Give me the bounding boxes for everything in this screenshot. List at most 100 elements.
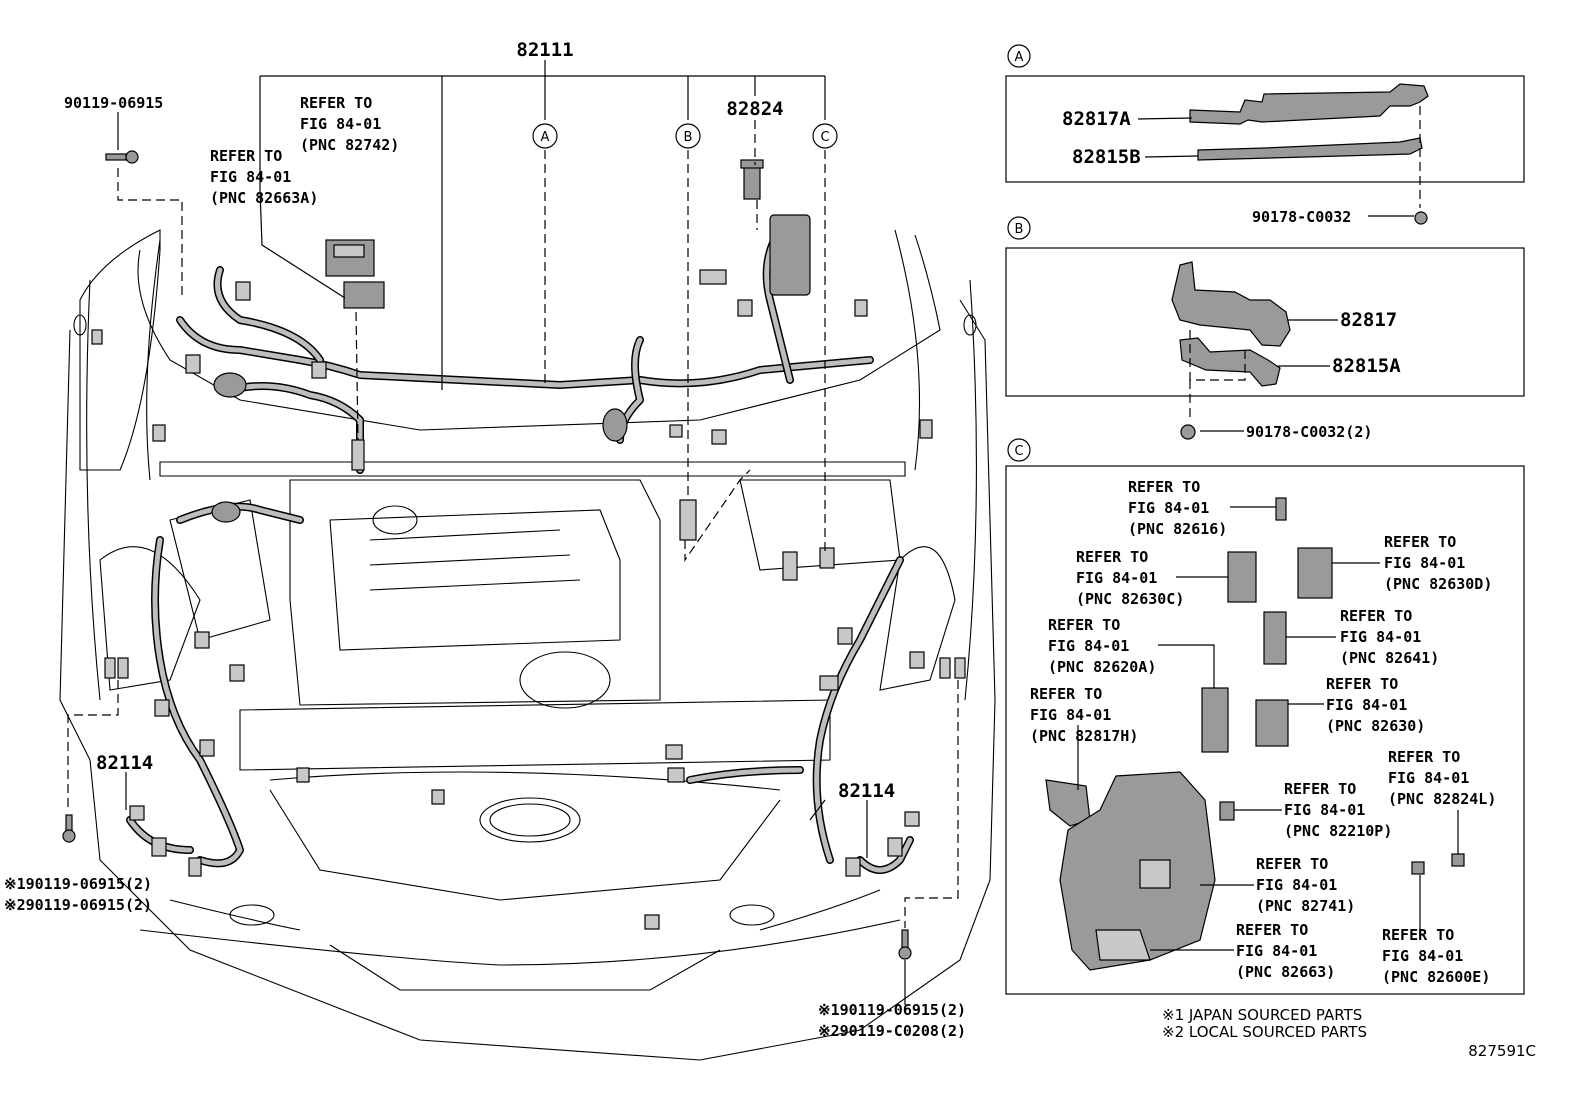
note-left-1: ※190119-06915(2): [4, 875, 152, 893]
ref-82663-l1: REFER TO: [1236, 921, 1308, 939]
ref-82641-l2: FIG 84-01: [1340, 628, 1421, 646]
label-82817a: 82817A: [1062, 108, 1131, 130]
ref-82742-line3: (PNC 82742): [300, 136, 399, 154]
ref-82663a-line1: REFER TO: [210, 147, 282, 165]
part-82817a-protector: [1189, 83, 1429, 125]
ref-82663-l3: (PNC 82663): [1236, 963, 1335, 981]
callout-c-text: C: [820, 130, 829, 145]
ref-82630d-l2: FIG 84-01: [1384, 554, 1465, 572]
panel-a: A 82817A 82815B 90178-C0032: [1005, 44, 1525, 226]
relay-block-upper: [769, 214, 811, 296]
ref-82630c-l2: FIG 84-01: [1076, 569, 1157, 587]
part-82824-relay: [740, 159, 764, 200]
bolt-lower-right: [898, 929, 912, 960]
note-right-1: ※190119-06915(2): [818, 1001, 966, 1019]
ref-82630c-l3: (PNC 82630C): [1076, 590, 1184, 608]
part-82210p: [1219, 801, 1235, 821]
ref-82630-l1: REFER TO: [1326, 675, 1398, 693]
callout-b: B: [675, 123, 701, 149]
part-82742-block: [325, 239, 375, 277]
ref-82210p-l1: REFER TO: [1284, 780, 1356, 798]
ref-82817h-l1: REFER TO: [1030, 685, 1102, 703]
panel-b-label: B: [1015, 222, 1024, 237]
ref-82616-l3: (PNC 82616): [1128, 520, 1227, 538]
vehicle-engine-bay-drawing: [59, 229, 996, 1061]
panel-a-frame: [1005, 75, 1525, 183]
engine-wire-harness: [126, 226, 914, 874]
label-82815b: 82815B: [1072, 146, 1141, 168]
ref-82630-l2: FIG 84-01: [1326, 696, 1407, 714]
part-82815a-protector: [1179, 337, 1281, 387]
ref-82630d-l3: (PNC 82630D): [1384, 575, 1492, 593]
part-82824l: [1451, 853, 1465, 867]
ref-82824l-l3: (PNC 82824L): [1388, 790, 1496, 808]
ref-82630-l3: (PNC 82630): [1326, 717, 1425, 735]
ref-82742-line1: REFER TO: [300, 94, 372, 112]
label-82114-left: 82114: [96, 752, 153, 774]
part-82630d: [1297, 547, 1333, 599]
bolt-lower-left: [62, 814, 76, 843]
part-82616: [1275, 497, 1287, 521]
ref-82600e-l1: REFER TO: [1382, 926, 1454, 944]
ref-82741-l2: FIG 84-01: [1256, 876, 1337, 894]
ref-82620a-l3: (PNC 82620A): [1048, 658, 1156, 676]
label-82114-right: 82114: [838, 780, 895, 802]
ref-82620a-l1: REFER TO: [1048, 616, 1120, 634]
part-82641: [1263, 611, 1287, 665]
ref-82817h-l3: (PNC 82817H): [1030, 727, 1138, 745]
part-82630c: [1227, 551, 1257, 603]
ref-82600e-l2: FIG 84-01: [1382, 947, 1463, 965]
panel-b: B 82817 82815A 90178-C0032(2): [1005, 216, 1525, 441]
label-82111: 82111: [516, 39, 573, 61]
label-82824: 82824: [726, 98, 783, 120]
ref-82824l-l2: FIG 84-01: [1388, 769, 1469, 787]
note-left-2: ※290119-06915(2): [4, 896, 152, 914]
ref-82210p-l3: (PNC 82210P): [1284, 822, 1392, 840]
note-right-2: ※290119-C0208(2): [818, 1022, 966, 1040]
figure-id: 827591C: [1468, 1042, 1536, 1060]
ref-82630d-l1: REFER TO: [1384, 533, 1456, 551]
part-82663-junction-block: [1045, 771, 1216, 971]
ref-82663a-line2: FIG 84-01: [210, 168, 291, 186]
panel-b-frame: [1005, 247, 1525, 397]
label-82817: 82817: [1340, 309, 1397, 331]
ref-82741-l1: REFER TO: [1256, 855, 1328, 873]
panel-c-frame: [1005, 465, 1525, 995]
ref-82210p-l2: FIG 84-01: [1284, 801, 1365, 819]
part-82630: [1255, 699, 1289, 747]
callout-a-text: A: [541, 130, 550, 145]
panel-c-label: C: [1014, 444, 1023, 459]
ref-82663-l2: FIG 84-01: [1236, 942, 1317, 960]
part-82600e: [1411, 861, 1425, 875]
label-90178-c0032: 90178-C0032: [1252, 208, 1351, 226]
ref-82641-l3: (PNC 82641): [1340, 649, 1439, 667]
ref-82742-line2: FIG 84-01: [300, 115, 381, 133]
ref-82663a-line3: (PNC 82663A): [210, 189, 318, 207]
label-90178-c0032-2: 90178-C0032(2): [1246, 423, 1372, 441]
callout-b-text: B: [684, 130, 693, 145]
callout-a: A: [532, 123, 558, 149]
ref-82817h-l2: FIG 84-01: [1030, 706, 1111, 724]
part-82817-protector: [1171, 261, 1291, 347]
ref-82620a-l2: FIG 84-01: [1048, 637, 1129, 655]
legend-line2: ※2 LOCAL SOURCED PARTS: [1162, 1023, 1367, 1041]
part-82663a-block: [343, 281, 385, 309]
panel-c: C REFER TO FIG 84-01 (: [1005, 438, 1525, 995]
ref-82741-l3: (PNC 82741): [1256, 897, 1355, 915]
harness-connectors: [91, 269, 966, 930]
panel-a-label: A: [1015, 50, 1024, 65]
ref-82600e-l3: (PNC 82600E): [1382, 968, 1490, 986]
ref-82630c-l1: REFER TO: [1076, 548, 1148, 566]
bolt-90119-06915: [105, 150, 139, 164]
ref-82824l-l1: REFER TO: [1388, 748, 1460, 766]
part-82817h: [1201, 687, 1229, 753]
label-90119-06915: 90119-06915: [64, 94, 163, 112]
main-leader-lines: [67, 60, 959, 1005]
callout-c: C: [812, 123, 838, 149]
legend-line1: ※1 JAPAN SOURCED PARTS: [1162, 1006, 1362, 1024]
label-82815a: 82815A: [1332, 355, 1401, 377]
ref-82616-l1: REFER TO: [1128, 478, 1200, 496]
ref-82616-l2: FIG 84-01: [1128, 499, 1209, 517]
ref-82641-l1: REFER TO: [1340, 607, 1412, 625]
